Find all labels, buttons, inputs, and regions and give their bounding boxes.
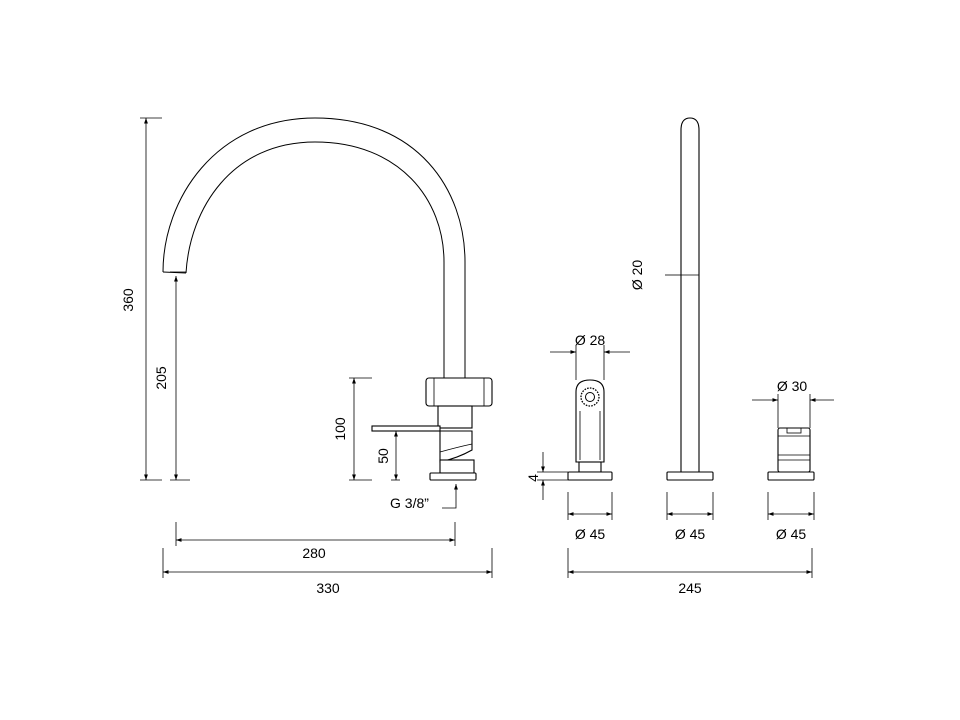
spray-collar xyxy=(578,461,602,473)
label-rod-diameter: Ø 20 xyxy=(629,260,645,291)
spray-base xyxy=(567,471,613,481)
label-rod-base-diameter: Ø 45 xyxy=(675,526,706,542)
label-reach: 280 xyxy=(302,545,326,561)
dimension-labels: 360 205 100 50 G 3/8” 280 330 4 Ø 28 Ø 2… xyxy=(120,260,807,596)
faucet-collar xyxy=(439,430,473,463)
knob-base xyxy=(767,471,815,481)
knob xyxy=(777,427,811,473)
label-knob-diameter: Ø 30 xyxy=(777,378,808,394)
spray-drawing xyxy=(567,379,613,481)
label-spray-base-thickness: 4 xyxy=(525,474,541,482)
spout-inner-curve xyxy=(185,141,445,405)
rod-drawing xyxy=(666,117,714,481)
rod-base xyxy=(666,471,714,481)
faucet-drawing xyxy=(162,117,493,481)
faucet-base xyxy=(439,459,475,474)
valve-body xyxy=(425,377,493,407)
knob-drawing xyxy=(767,427,815,481)
label-overall-width: 330 xyxy=(316,580,340,596)
label-thread: G 3/8” xyxy=(390,495,429,511)
label-total-height: 360 xyxy=(120,288,136,312)
label-spout-height: 205 xyxy=(153,366,169,390)
dimension-lines xyxy=(140,117,834,578)
rod xyxy=(680,117,700,473)
lever-handle xyxy=(371,425,441,432)
label-accessories-width: 245 xyxy=(678,580,702,596)
spray-nozzle-icon xyxy=(580,387,600,407)
spout-outer-curve xyxy=(162,117,466,405)
faucet-base-plate xyxy=(429,472,477,481)
label-spray-head-diameter: Ø 28 xyxy=(575,332,606,348)
spout-tip xyxy=(162,271,187,274)
label-base-height: 50 xyxy=(375,448,391,464)
label-spray-base-diameter: Ø 45 xyxy=(575,526,606,542)
faucet-lower-body xyxy=(437,405,473,429)
label-knob-base-diameter: Ø 45 xyxy=(776,526,807,542)
label-lever-height: 100 xyxy=(332,417,348,441)
